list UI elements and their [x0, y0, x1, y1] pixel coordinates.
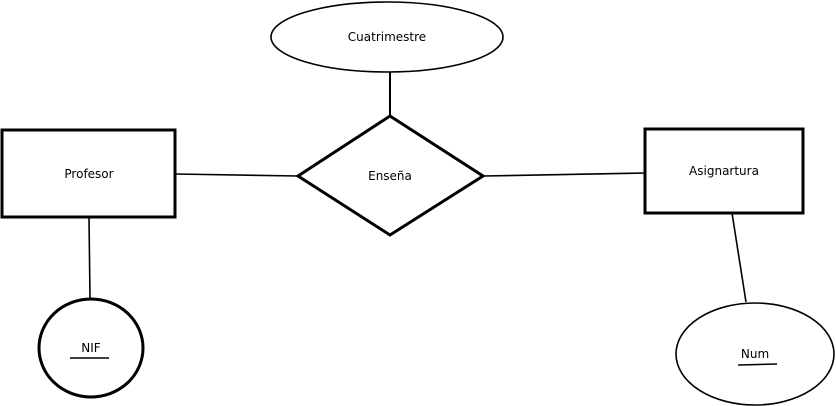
attribute-cuatrimestre-label: Cuatrimestre — [348, 30, 426, 44]
attribute-num-key-underline — [737, 363, 778, 366]
connector-profesor-nif — [88, 216, 91, 300]
attribute-nif-label: NIF — [81, 341, 101, 355]
relationship-ensena-label: Enseña — [368, 169, 412, 183]
entity-asignatura: Asignartura — [643, 127, 805, 215]
connector-profesor-ensena — [174, 173, 299, 177]
entity-profesor: Profesor — [0, 128, 177, 219]
attribute-cuatrimestre: Cuatrimestre — [270, 1, 504, 73]
attribute-num: Num — [675, 302, 835, 406]
connector-asignatura-num — [731, 212, 747, 303]
relationship-ensena: Enseña — [295, 114, 486, 237]
attribute-nif: NIF — [37, 297, 145, 399]
entity-profesor-label: Profesor — [64, 167, 113, 181]
entity-asignatura-label: Asignartura — [689, 164, 759, 178]
connector-ensena-asignatura — [482, 172, 646, 177]
attribute-num-label: Num — [741, 347, 769, 361]
